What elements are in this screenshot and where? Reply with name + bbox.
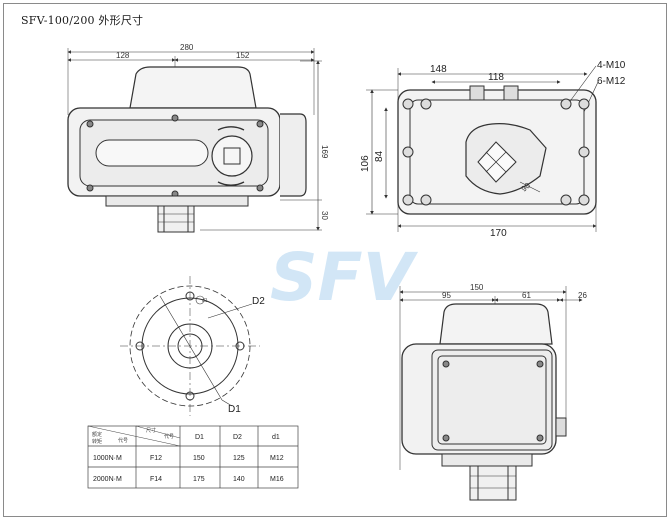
dim-height: 169 (320, 145, 329, 159)
dim-base: 30 (320, 211, 329, 220)
dim-height-outer: 106 (360, 155, 371, 172)
dim-left-part: 128 (116, 51, 130, 60)
label-d2: D2 (252, 296, 265, 307)
table-row-torque: 1000N·M (93, 455, 122, 462)
spec-table (87, 425, 299, 489)
table-col-d1-small: d1 (272, 434, 280, 441)
table-col-d1: D1 (195, 434, 204, 441)
flange-view (120, 276, 260, 416)
table-row-torque: 2000N·M (93, 476, 122, 483)
label-d1: D1 (228, 404, 241, 415)
table-col-d2: D2 (233, 434, 242, 441)
dim-height-inner: 84 (374, 150, 385, 162)
dim-side-right: 61 (522, 291, 531, 300)
dim-side-total: 150 (470, 283, 484, 292)
table-row-d1: 150 (193, 455, 205, 462)
table-corner-mid: 代号 (118, 437, 128, 444)
table-corner-code: 代号 (164, 433, 174, 440)
table-corner-left1: 额定 (92, 431, 102, 438)
label-4-m10: 4-M10 (597, 60, 626, 71)
watermark-logo: SFV (270, 239, 419, 316)
dim-right-part: 152 (236, 51, 250, 60)
dim-side-height: 26 (578, 291, 587, 300)
label-small-d1: d1 (202, 298, 208, 304)
front-view (67, 48, 322, 233)
dim-width-inner: 118 (488, 72, 504, 83)
dim-total-width: 280 (180, 43, 194, 52)
table-row-d2: 125 (233, 455, 245, 462)
table-corner-left2: 转矩 (92, 438, 102, 445)
table-row-code: F12 (150, 455, 162, 462)
label-6-m12: 6-M12 (597, 76, 626, 87)
dim-width-total: 170 (490, 228, 507, 239)
table-row-d1-small: M16 (270, 476, 284, 483)
dim-width-top: 148 (430, 64, 447, 75)
bottom-view (366, 65, 599, 232)
table-row-code: F14 (150, 476, 162, 483)
side-view (399, 286, 583, 501)
table-row-d1-small: M12 (270, 455, 284, 462)
table-corner-top: 尺寸 (146, 427, 156, 434)
table-row-d1: 175 (193, 476, 205, 483)
dim-side-left: 95 (442, 291, 451, 300)
table-row-d2: 140 (233, 476, 245, 483)
drawing-title: SFV-100/200 外形尺寸 (21, 14, 144, 27)
